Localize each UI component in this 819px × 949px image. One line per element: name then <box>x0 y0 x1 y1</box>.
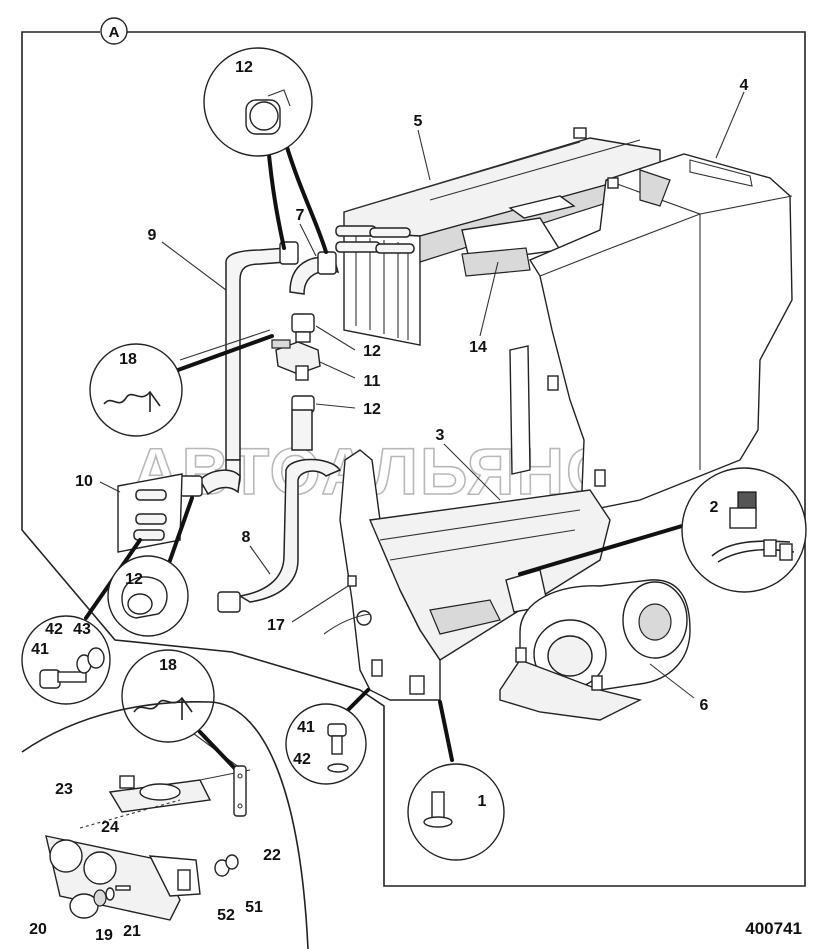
detail-clip-12-lower <box>107 555 189 637</box>
callout-5: 5 <box>414 113 423 130</box>
callout-12-valve-top: 12 <box>363 343 381 360</box>
detail-screw-1 <box>407 763 505 861</box>
callout-labels: 4 5 12 9 7 12 11 12 14 3 18 10 8 12 17 2… <box>29 59 748 944</box>
blower-motor <box>499 579 691 721</box>
callout-6: 6 <box>700 697 709 714</box>
callout-11: 11 <box>364 373 381 390</box>
callout-9: 9 <box>148 227 157 244</box>
lower-housing <box>339 345 611 701</box>
control-panel-detail <box>21 700 309 949</box>
detail-clip-18-top <box>89 343 183 437</box>
callout-42: 42 <box>293 751 311 768</box>
callout-21: 21 <box>123 923 141 940</box>
hose-7 <box>289 251 340 295</box>
callout-23: 23 <box>55 781 73 798</box>
callout-41-detail: 41 <box>31 641 49 658</box>
callout-4: 4 <box>740 77 749 94</box>
callout-18-top: 18 <box>119 351 137 368</box>
callout-3: 3 <box>436 427 445 444</box>
detail-fastener-41-42-43 <box>21 615 111 705</box>
drawing-number: 400741 <box>745 919 802 938</box>
callout-10: 10 <box>75 473 93 490</box>
callout-43: 43 <box>73 621 91 638</box>
callout-12-top: 12 <box>235 59 253 76</box>
callout-20: 20 <box>29 921 47 938</box>
air-flap <box>461 217 562 277</box>
callout-19: 19 <box>95 927 113 944</box>
callout-17: 17 <box>267 617 285 634</box>
detail-fastener-41-42 <box>285 703 367 785</box>
callout-41: 41 <box>297 719 315 736</box>
callout-12-valve-bottom: 12 <box>363 401 381 418</box>
callout-42-detail: 42 <box>45 621 63 638</box>
callout-2: 2 <box>710 499 719 516</box>
detail-connector-2 <box>681 467 807 593</box>
callout-7: 7 <box>296 207 305 224</box>
water-valve <box>271 313 321 451</box>
callout-18-lower: 18 <box>159 657 177 674</box>
callout-52: 52 <box>217 907 235 924</box>
callout-22: 22 <box>263 847 281 864</box>
callout-14: 14 <box>469 339 487 356</box>
heater-casing <box>508 153 793 509</box>
callout-1: 1 <box>478 793 487 810</box>
section-marker: A <box>100 17 128 45</box>
section-marker-label: A <box>109 24 120 41</box>
detail-frame <box>21 31 806 887</box>
callout-12-lower: 12 <box>125 571 143 588</box>
callout-51: 51 <box>245 899 263 916</box>
grommet-17 <box>323 575 371 635</box>
bracket-10 <box>117 473 183 553</box>
callout-24: 24 <box>101 819 119 836</box>
detail-clip-12-top <box>203 47 313 157</box>
hose-8 <box>179 458 342 613</box>
callout-8: 8 <box>242 529 251 546</box>
